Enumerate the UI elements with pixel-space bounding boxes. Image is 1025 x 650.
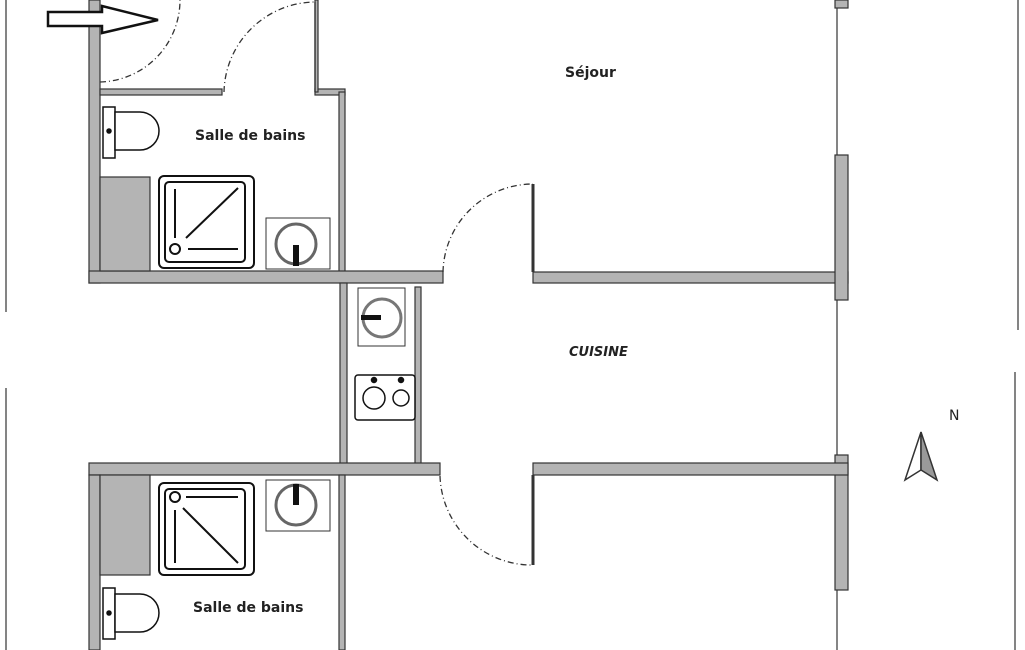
north-label: N <box>949 408 960 424</box>
bath-right-wall <box>338 91 346 273</box>
sejour-bottom-wall <box>532 271 849 284</box>
room-label-kitchen: CUISINE <box>569 345 628 360</box>
storage-block-2 <box>99 474 151 576</box>
walls <box>88 0 849 650</box>
shower-icon-2 <box>158 482 255 576</box>
sink-icon <box>265 217 331 270</box>
bath-bottom-wall <box>88 270 444 284</box>
right-wall-mid <box>834 154 849 301</box>
entrance-arrow-icon <box>46 4 159 35</box>
shower-icon <box>158 175 255 269</box>
entry-left-wall <box>88 0 101 284</box>
kitchen-bottom-wall-right <box>532 462 849 476</box>
door-swings <box>99 0 535 566</box>
cooktop-icon <box>354 374 416 421</box>
kitchen-sink-icon <box>357 287 406 347</box>
toilet-icon <box>102 106 160 159</box>
north-arrow-icon <box>903 431 939 482</box>
bath2-left-wall <box>88 474 101 650</box>
storage-block <box>99 176 151 272</box>
right-wall-low <box>834 454 849 591</box>
kitchen-counter-wall <box>414 286 422 466</box>
windows <box>5 0 1019 650</box>
kitchen-left-wall <box>339 282 348 466</box>
toilet-icon-2 <box>102 587 160 640</box>
bath2-right-wall <box>338 474 346 650</box>
right-wall-top <box>834 0 849 9</box>
room-label-bathroom-top: Salle de bains <box>195 128 306 144</box>
bath-top-wall <box>99 88 223 96</box>
sink-icon-2 <box>265 479 331 532</box>
kitchen-bottom-wall-left <box>88 462 441 476</box>
room-label-bathroom-bottom: Salle de bains <box>193 600 304 616</box>
room-label-sejour: Séjour <box>565 65 616 81</box>
